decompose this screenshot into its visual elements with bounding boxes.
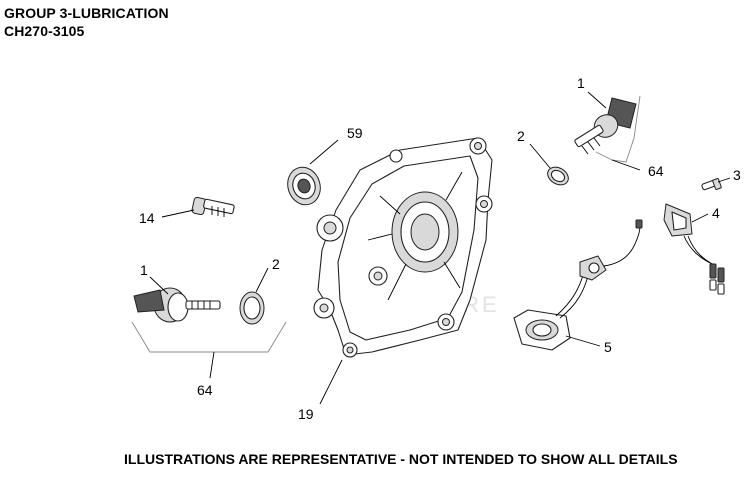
callout-4: 4 [712,205,720,221]
callout-64-bottom: 64 [197,382,213,398]
bolt-part-14[interactable] [191,196,235,217]
callout-3: 3 [733,167,741,183]
indicator-module-part-4[interactable] [663,203,725,295]
gasket-top-part-2[interactable] [544,164,571,189]
callout-1-left: 1 [140,262,148,278]
oil-sentry-switch-left-part-1[interactable] [133,287,221,323]
disclaimer-note: ILLUSTRATIONS ARE REPRESENTATIVE - NOT I… [124,451,678,467]
callout-2-left: 2 [272,256,280,272]
oil-sentry-switch-top-part-1[interactable] [574,97,637,155]
crankcase-cover-part-19[interactable] [313,137,493,358]
oil-seal-part-59[interactable] [283,163,325,209]
leader-lines [149,91,731,405]
float-switch-part-5[interactable] [513,219,643,351]
callout-19: 19 [298,406,314,422]
screw-part-3[interactable] [701,178,722,191]
callout-14: 14 [139,210,155,226]
callout-1-top: 1 [577,75,585,91]
callout-59: 59 [347,125,363,141]
kit-bracket-bottom-64 [131,321,287,353]
kit-bracket-top-64 [595,95,641,163]
model-number: CH270-3105 [4,23,85,39]
callout-2-top: 2 [517,128,525,144]
callout-64-top: 64 [648,163,664,179]
callout-5: 5 [604,339,612,355]
diagram-title: GROUP 3-LUBRICATION [4,5,169,21]
gasket-left-part-2[interactable] [239,291,265,325]
